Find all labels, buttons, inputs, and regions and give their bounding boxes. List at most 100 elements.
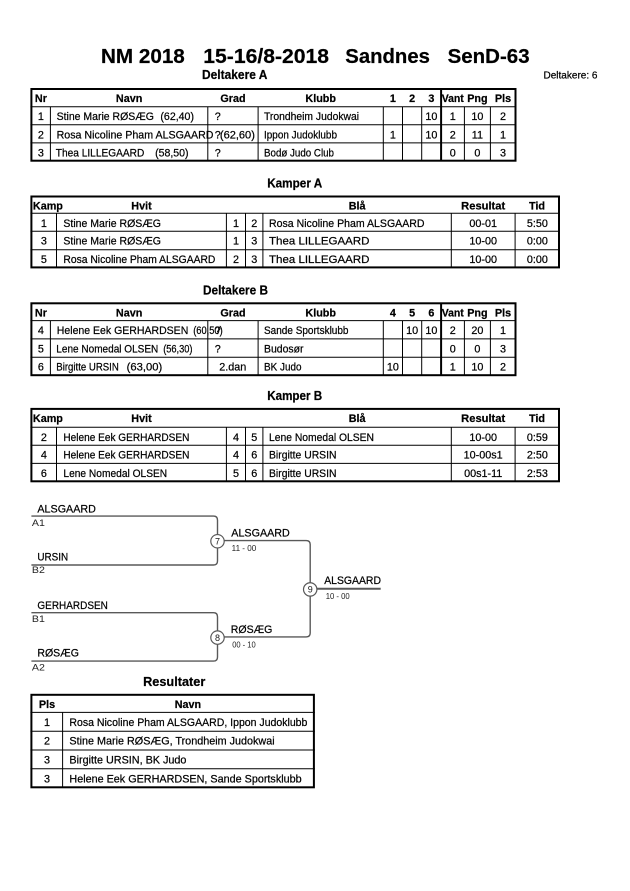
svg-text:Deltakere: 6: Deltakere: 6 xyxy=(544,70,598,81)
svg-text:Grad: Grad xyxy=(220,308,245,320)
svg-text:11 - 00: 11 - 00 xyxy=(232,544,257,553)
svg-text:Stine Marie RØSÆG: Stine Marie RØSÆG xyxy=(63,236,161,248)
svg-text:6: 6 xyxy=(251,450,257,462)
svg-text:0: 0 xyxy=(450,147,456,159)
svg-text:Kamp: Kamp xyxy=(33,201,63,213)
svg-text:BK Judo: BK Judo xyxy=(264,362,302,374)
svg-text:B1: B1 xyxy=(32,614,45,625)
svg-text:Budosør: Budosør xyxy=(264,343,304,355)
svg-text:Ippon Judoklubb: Ippon Judoklubb xyxy=(264,129,337,141)
svg-text:1: 1 xyxy=(450,111,456,123)
svg-text:Blå: Blå xyxy=(349,413,367,425)
svg-text:20: 20 xyxy=(471,325,483,337)
svg-text:3: 3 xyxy=(44,773,50,785)
svg-text:00-01: 00-01 xyxy=(469,218,497,230)
svg-text:Lene Nomedal OLSEN: Lene Nomedal OLSEN xyxy=(56,343,158,355)
svg-text:Bodø Judo Club: Bodø Judo Club xyxy=(264,147,334,159)
svg-text:10-00: 10-00 xyxy=(469,432,497,444)
svg-text:2: 2 xyxy=(41,432,47,444)
svg-text:ALSGAARD: ALSGAARD xyxy=(231,527,290,539)
svg-text:(63,00): (63,00) xyxy=(127,362,163,374)
svg-text:4: 4 xyxy=(390,308,396,320)
svg-text:Birgitte URSIN: Birgitte URSIN xyxy=(56,362,119,374)
svg-text:1: 1 xyxy=(233,218,239,230)
svg-text:1: 1 xyxy=(390,93,396,105)
svg-text:Thea LILLEGAARD: Thea LILLEGAARD xyxy=(56,147,145,159)
svg-text:?: ? xyxy=(215,343,221,355)
svg-text:10: 10 xyxy=(406,325,418,337)
svg-text:00s1-11: 00s1-11 xyxy=(464,468,502,480)
svg-text:4: 4 xyxy=(38,325,44,337)
svg-text:?: ? xyxy=(215,129,221,141)
svg-text:1: 1 xyxy=(44,717,50,729)
svg-text:5: 5 xyxy=(409,308,415,320)
svg-text:NM 2018: NM 2018 xyxy=(101,46,185,68)
svg-text:5: 5 xyxy=(251,432,257,444)
svg-text:Navn: Navn xyxy=(175,699,201,711)
svg-text:4: 4 xyxy=(41,450,47,462)
svg-text:?: ? xyxy=(215,111,221,123)
svg-text:(62,60): (62,60) xyxy=(220,129,255,141)
svg-text:2: 2 xyxy=(251,218,257,230)
svg-text:10: 10 xyxy=(471,362,483,374)
svg-text:1: 1 xyxy=(390,129,396,141)
svg-text:Kamper B: Kamper B xyxy=(267,389,322,403)
svg-text:Navn: Navn xyxy=(116,93,142,105)
svg-text:5: 5 xyxy=(233,468,239,480)
svg-text:ALSGAARD: ALSGAARD xyxy=(37,504,96,516)
svg-text:Grad: Grad xyxy=(220,93,245,105)
svg-text:RØSÆG: RØSÆG xyxy=(231,624,272,636)
svg-text:3: 3 xyxy=(251,236,257,248)
svg-text:3: 3 xyxy=(41,236,47,248)
svg-text:Deltakere B: Deltakere B xyxy=(203,283,268,297)
svg-text:(60,50): (60,50) xyxy=(193,325,223,337)
svg-text:10 - 00: 10 - 00 xyxy=(326,592,351,601)
svg-text:11: 11 xyxy=(472,129,483,141)
svg-text:Birgitte URSIN: Birgitte URSIN xyxy=(269,450,337,462)
svg-text:Resultater: Resultater xyxy=(143,675,205,689)
svg-text:5: 5 xyxy=(41,254,47,266)
svg-text:2: 2 xyxy=(409,93,415,105)
svg-text:2:53: 2:53 xyxy=(527,468,548,480)
svg-text:0:59: 0:59 xyxy=(527,432,548,444)
svg-text:Kamp: Kamp xyxy=(33,413,63,425)
svg-text:Pls: Pls xyxy=(495,93,511,105)
svg-text:3: 3 xyxy=(251,254,257,266)
svg-text:Deltakere A: Deltakere A xyxy=(202,68,267,82)
svg-text:3: 3 xyxy=(428,93,434,105)
svg-text:Klubb: Klubb xyxy=(305,308,336,320)
svg-text:3: 3 xyxy=(500,147,506,159)
svg-text:Pls: Pls xyxy=(39,699,55,711)
svg-text:(56,30): (56,30) xyxy=(163,343,192,355)
svg-text:6: 6 xyxy=(428,308,434,320)
svg-text:RØSÆG: RØSÆG xyxy=(37,648,79,660)
svg-text:Hvit: Hvit xyxy=(131,201,152,213)
svg-text:ALSGAARD: ALSGAARD xyxy=(324,575,381,587)
svg-text:Thea LILLEGAARD: Thea LILLEGAARD xyxy=(269,254,370,266)
svg-text:Thea LILLEGAARD: Thea LILLEGAARD xyxy=(269,236,370,248)
svg-text:1: 1 xyxy=(41,218,47,230)
svg-text:10: 10 xyxy=(425,111,437,123)
svg-text:7: 7 xyxy=(215,536,220,546)
svg-text:GERHARDSEN: GERHARDSEN xyxy=(37,600,108,612)
svg-text:Png: Png xyxy=(467,308,487,320)
svg-text:B2: B2 xyxy=(32,565,45,576)
svg-text:0:00: 0:00 xyxy=(527,236,548,248)
svg-text:Tid: Tid xyxy=(529,413,545,425)
svg-text:Stine Marie RØSÆG: Stine Marie RØSÆG xyxy=(63,218,161,230)
svg-text:2: 2 xyxy=(233,254,239,266)
svg-text:Nr: Nr xyxy=(35,308,48,320)
svg-text:4: 4 xyxy=(233,432,239,444)
svg-text:2: 2 xyxy=(500,362,506,374)
svg-text:Png: Png xyxy=(467,93,487,105)
svg-text:Navn: Navn xyxy=(116,308,142,320)
svg-text:URSIN: URSIN xyxy=(37,551,68,563)
svg-text:Rosa Nicoline Pham ALSGAARD: Rosa Nicoline Pham ALSGAARD xyxy=(63,254,215,266)
svg-text:2: 2 xyxy=(38,129,44,141)
svg-text:6: 6 xyxy=(38,362,44,374)
svg-text:1: 1 xyxy=(38,111,44,123)
svg-text:0: 0 xyxy=(450,343,456,355)
svg-text:5: 5 xyxy=(38,343,44,355)
svg-text:Rosa Nicoline Pham ALSGAARD, I: Rosa Nicoline Pham ALSGAARD, Ippon Judok… xyxy=(69,717,307,729)
svg-text:Lene Nomedal OLSEN: Lene Nomedal OLSEN xyxy=(63,468,167,480)
